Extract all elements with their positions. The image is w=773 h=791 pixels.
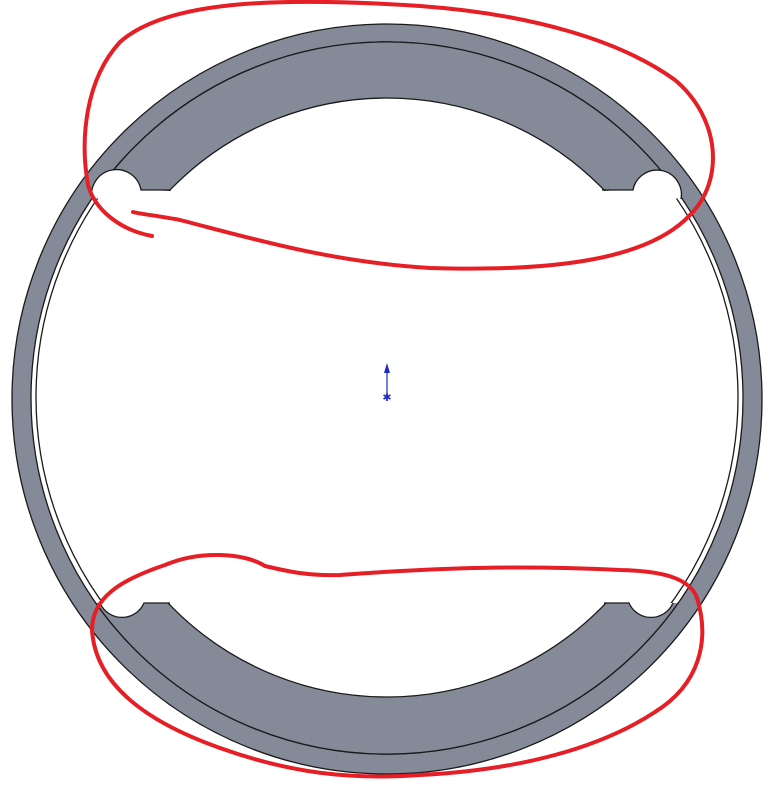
top-segment — [96, 41, 678, 191]
bottom-right-notch — [604, 602, 674, 619]
bottom-left-notch — [99, 602, 170, 619]
top-right-notch — [602, 169, 683, 200]
ring-part — [11, 23, 763, 775]
markup-annotations — [82, 0, 715, 779]
top-markup-loop — [82, 0, 715, 271]
origin-triad-icon: ✱ — [382, 363, 392, 404]
top-left-notch — [90, 168, 171, 200]
bottom-markup-loop — [90, 552, 705, 779]
bottom-segment — [95, 603, 679, 755]
svg-text:✱: ✱ — [382, 391, 391, 404]
